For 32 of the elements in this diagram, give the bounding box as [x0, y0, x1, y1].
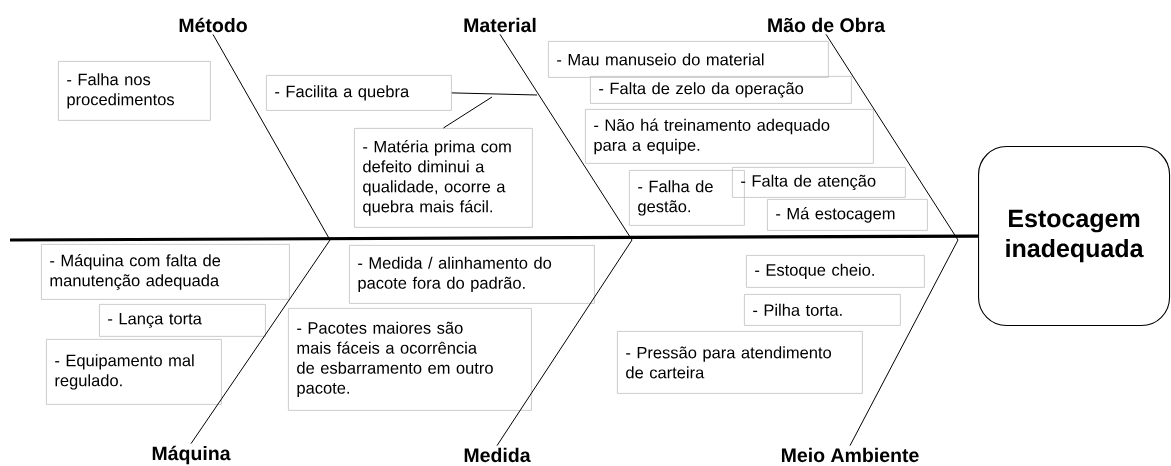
bone-line: [849, 239, 959, 447]
cause-box: - Falta de zelo da operação: [590, 76, 852, 104]
cause-box: - Pressão para atendimento de carteira: [617, 331, 863, 394]
category-label: Mão de Obra: [768, 17, 886, 33]
cause-box: - Estoque cheio.: [746, 255, 925, 288]
category-label: Máquina: [152, 445, 231, 465]
branch-line: [451, 92, 538, 96]
category-label: Material: [464, 17, 536, 33]
branch-line: [442, 96, 493, 129]
bone-line: [190, 239, 331, 445]
category-label: Meio Ambiente: [781, 447, 919, 463]
spine-line: [10, 234, 978, 242]
bone-line: [496, 239, 633, 447]
cause-box: - Medida / alinhamento do pacote fora do padrão.: [349, 245, 595, 304]
cause-box: - Máquina com falta de manutenção adequada: [41, 244, 290, 300]
cause-box: - Lança torta: [99, 304, 266, 337]
cause-box: - Falha nos procedimentos: [58, 61, 211, 121]
bone-line: [499, 33, 633, 241]
cause-box: - Má estocagem: [767, 199, 928, 231]
cause-box: - Matéria prima com defeito diminui a qualidade, ocorre a quebra mais fácil.: [354, 128, 533, 228]
category-label: Medida: [464, 447, 531, 463]
cause-box: - Equipamento mal regulado.: [46, 339, 222, 405]
category-label: Método: [179, 17, 247, 33]
cause-box: - Não há treinamento adequado para a equipe.: [585, 109, 874, 164]
cause-box: - Mau manuseio do material: [548, 41, 829, 78]
cause-box: - Falta de atenção: [732, 167, 906, 198]
bone-line: [212, 33, 331, 241]
cause-box: - Facilita a quebra: [266, 75, 452, 111]
effect-box: Estocagem inadequada: [978, 146, 1171, 327]
cause-box: - Pacotes maiores são mais fáceis a ocorrência de esbarramento em outro pacote.: [288, 308, 532, 411]
cause-box: - Pilha torta.: [744, 294, 901, 326]
bone-line: [825, 33, 959, 241]
